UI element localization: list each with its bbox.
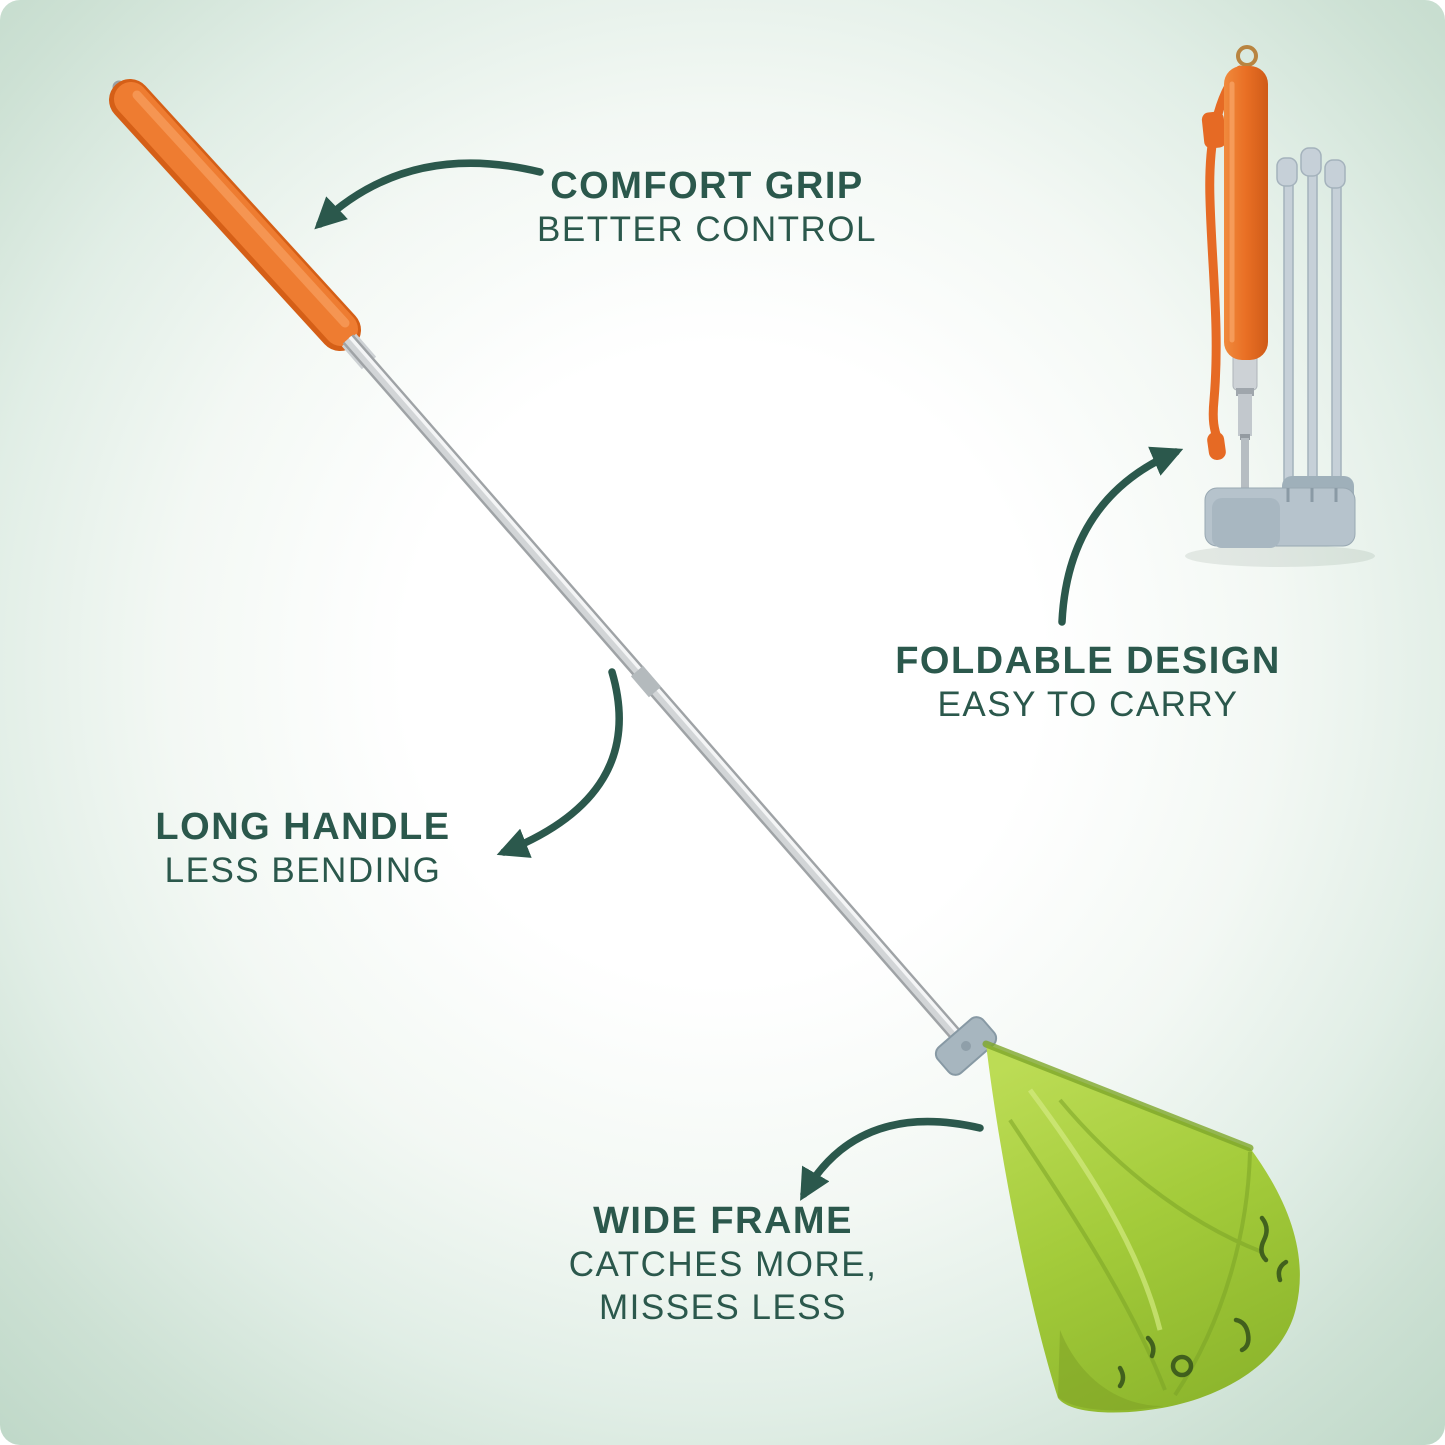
lanyard-strap bbox=[1201, 45, 1258, 460]
comfort-grip-title: COMFORT GRIP bbox=[550, 165, 864, 207]
folded-handle bbox=[1224, 66, 1268, 360]
wide-frame-title: WIDE FRAME bbox=[593, 1200, 853, 1242]
bag-print-marks bbox=[1117, 1215, 1289, 1389]
callout-arrows bbox=[314, 159, 1184, 1201]
long-handle-arrow bbox=[496, 668, 623, 858]
pole-joint bbox=[630, 665, 662, 698]
long-handle-title: LONG HANDLE bbox=[155, 806, 451, 848]
folded-product-inset bbox=[1185, 45, 1375, 567]
comfort-grip bbox=[109, 79, 361, 351]
wide-frame-arrow bbox=[800, 1117, 984, 1201]
folding-base bbox=[1204, 476, 1356, 548]
callout-foldable-design: FOLDABLE DESIGN EASY TO CARRY bbox=[895, 638, 1281, 727]
comfort-grip-arrow bbox=[314, 159, 544, 230]
telescopic-pole bbox=[342, 334, 969, 1048]
bag-frame-connector bbox=[934, 1016, 998, 1076]
foldable-design-arrow bbox=[1058, 446, 1184, 626]
folded-frame-arms bbox=[1276, 147, 1346, 503]
collapsed-pole bbox=[1232, 353, 1258, 490]
wide-frame-subtitle-line2: MISSES LESS bbox=[599, 1288, 847, 1328]
long-handle-subtitle: LESS BENDING bbox=[164, 851, 442, 891]
comfort-grip-subtitle: BETTER CONTROL bbox=[537, 210, 877, 250]
green-waste-bag bbox=[982, 1040, 1300, 1413]
main-product bbox=[109, 79, 1300, 1413]
callout-long-handle: LONG HANDLE LESS BENDING bbox=[155, 804, 450, 893]
foldable-design-subtitle: EASY TO CARRY bbox=[937, 685, 1239, 725]
inset-shadow bbox=[1185, 545, 1375, 567]
foldable-design-title: FOLDABLE DESIGN bbox=[895, 640, 1281, 682]
callout-comfort-grip: COMFORT GRIP BETTER CONTROL bbox=[537, 163, 877, 252]
wide-frame-subtitle-line1: CATCHES MORE, bbox=[568, 1245, 878, 1285]
callout-wide-frame: WIDE FRAME CATCHES MORE, MISSES LESS bbox=[569, 1198, 878, 1330]
